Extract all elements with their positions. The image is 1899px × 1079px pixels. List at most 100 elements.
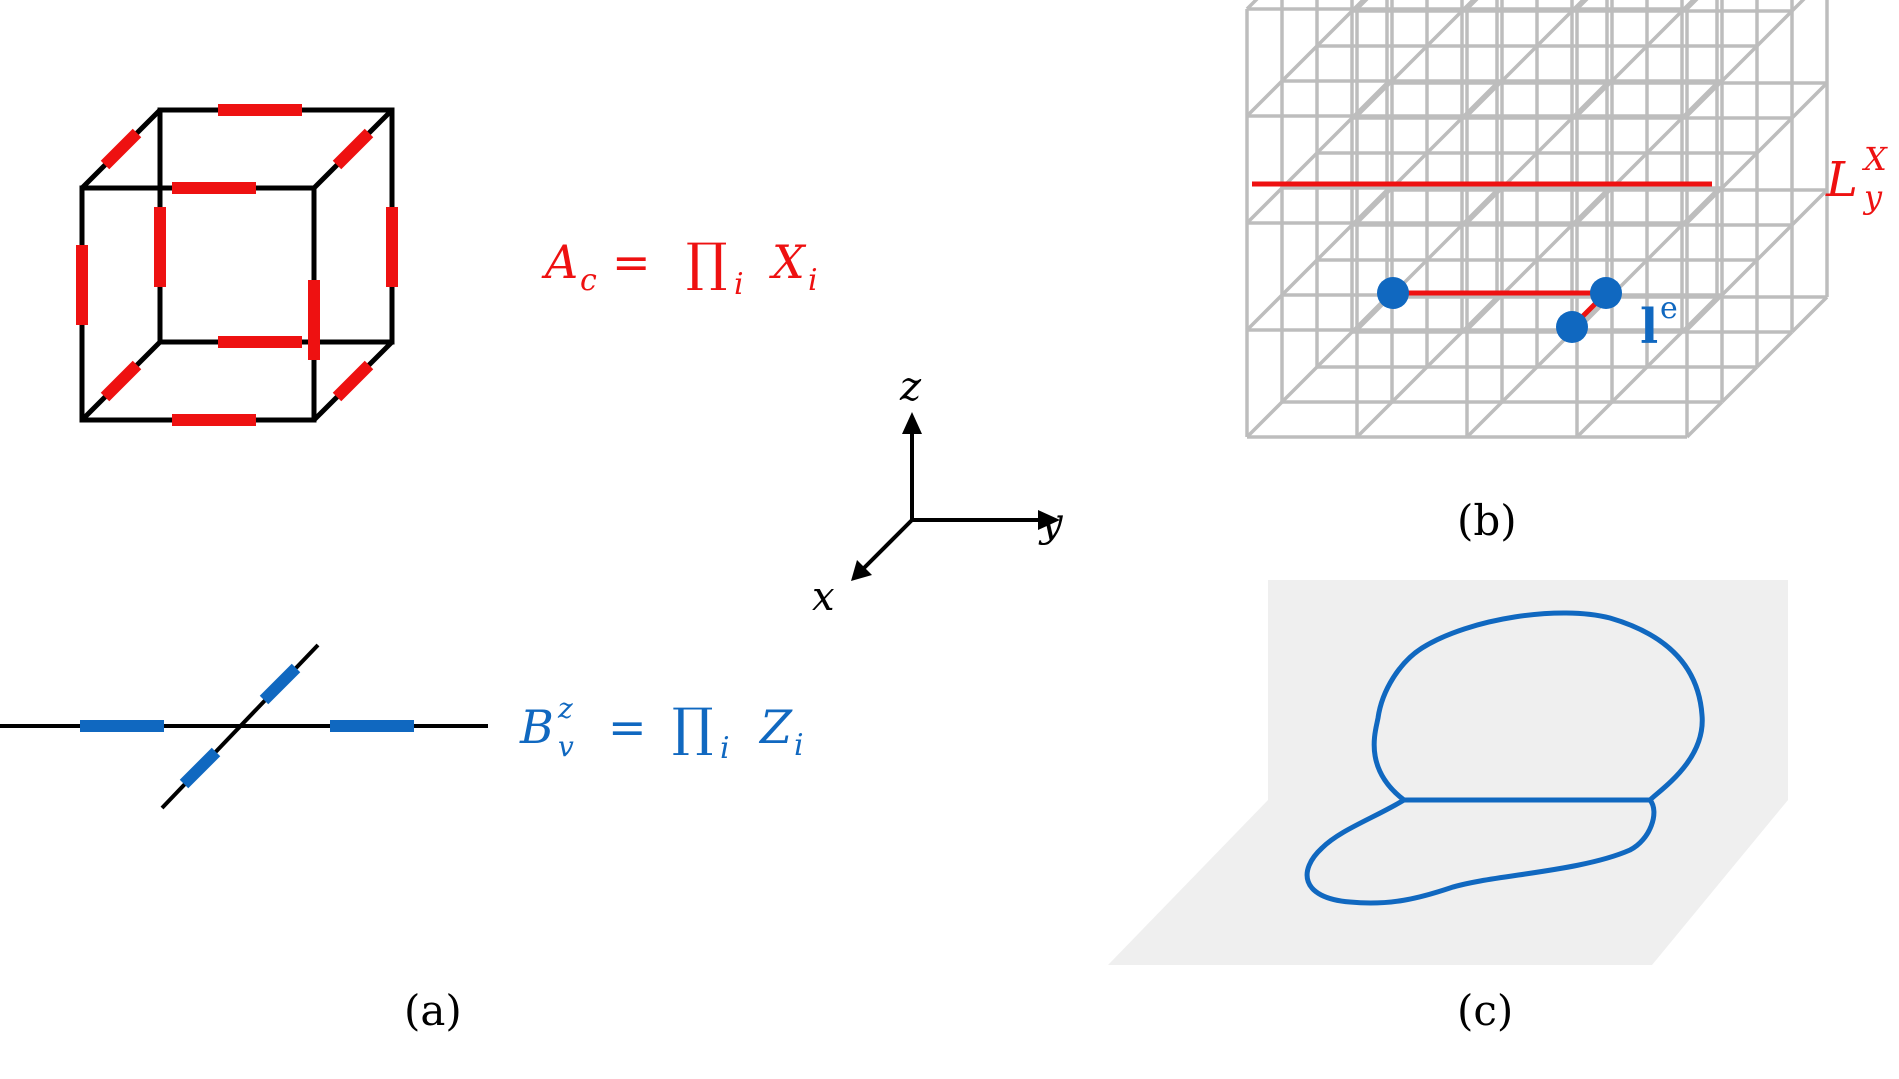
z-operator-marks [80,663,414,789]
excitation-symbol: l [1640,299,1658,355]
z-mark [179,747,221,789]
lattice-edge [1350,0,1366,13]
vertical-loop-segment [1371,610,1705,802]
lattice-edge [1755,330,1794,369]
lattice-edge [1315,330,1354,369]
formula-subscript: i [808,263,818,298]
lattice-edge [1720,151,1759,190]
lattice-edge [1500,365,1539,404]
lattice-edge [1245,186,1284,225]
lattice-edge [1535,116,1574,155]
lattice-edge [1425,223,1464,262]
lattice-edge [1500,44,1539,83]
x-mark [332,128,374,170]
lattice-edge [1755,9,1794,48]
formula-subscript: i [720,731,730,766]
lattice-edge [1790,81,1829,120]
lattice-edge [1610,365,1649,404]
lattice-edge [1570,0,1586,13]
z-arrowhead [902,412,922,434]
lattice-edge [1790,0,1806,13]
membrane-loop [1304,610,1705,906]
lattice-edge [1535,223,1574,262]
lattice-edge [1280,258,1319,297]
lattice-edge [1755,223,1794,262]
lattice-edge [1575,186,1614,225]
vertex-edges [0,643,488,810]
lattice-edge [1465,400,1504,439]
lattice-edge [1755,116,1794,155]
lattice-edge [1575,400,1614,439]
x-axis [858,518,914,574]
y-axis-label: y [1038,500,1064,546]
formula-equals: = [612,235,651,289]
excitation-endpoint [1377,277,1409,309]
formula-equals: = [608,700,647,754]
lattice-edge [1575,79,1614,118]
formula-subscript: i [794,728,804,763]
x-mark [100,128,142,170]
axes-lines [858,432,1040,574]
panel-b-label: (b) [1457,496,1517,545]
lattice-edge [1465,293,1504,332]
cube-diagram [76,104,398,426]
lattice-edge [1245,293,1284,332]
planes [1108,580,1788,965]
cube-operator-formula: A c = ∏ i X i [541,233,818,302]
coordinate-axes: z y x [812,364,1064,620]
formula-symbol: A [541,235,578,289]
lattice-edge [1685,79,1724,118]
lattice-edge [1645,116,1684,155]
lattice-edge [1685,0,1699,11]
operator-superscript: X [1861,140,1888,178]
lattice-edge [1645,223,1684,262]
lattice-edge [1720,44,1759,83]
lattice-edge [1425,330,1464,369]
vertical-plane [1268,580,1788,800]
vertex-diagram [0,643,488,810]
lattice-edge [1685,293,1724,332]
lattice-edge [1685,400,1724,439]
lattice-edge [1575,0,1589,11]
lattice-edge [1280,44,1319,83]
lattice-edge [1680,0,1696,13]
logical-operator-label: L X y [1825,140,1888,216]
lattice-edge [1720,258,1759,297]
vertex-operator-formula: B z v = ∏ i Z i [519,692,804,766]
lattice-grid [1245,0,1829,439]
excitation-superscript: e [1660,291,1678,326]
excitation-endpoint [1590,277,1622,309]
lattice-edge [1425,9,1464,48]
lattice-edge [1685,186,1724,225]
formula-symbol: X [769,235,807,289]
horizontal-plane [1108,800,1788,965]
lattice-edge [1355,79,1394,118]
lattice-edge [1390,365,1429,404]
x-arrowhead [851,560,872,581]
operator-subscript: y [1862,178,1883,216]
horizontal-loop-segment [1304,797,1657,906]
lattice-edge [1535,9,1574,48]
lattice-edge [1460,0,1476,13]
formula-product: ∏ [672,698,713,758]
lattice-edge [1790,295,1829,334]
formula-product: ∏ [686,233,727,293]
x-axis-label: x [812,574,835,620]
lattice-edge [1245,400,1284,439]
formula-subscript: c [580,263,597,298]
lattice-edge [1315,9,1354,48]
lattice-edge [1610,44,1649,83]
lattice-edge [1355,0,1369,11]
x-mark [100,360,142,402]
lattice-edge [1355,400,1394,439]
excitation-endpoint [1556,311,1588,343]
lattice-edge [1465,0,1479,11]
lattice-edge [1425,116,1464,155]
lattice-edge [1315,116,1354,155]
lattice-edge [1500,258,1539,297]
lattice-edge [1790,188,1829,227]
panel-c-label: (c) [1457,986,1513,1035]
operator-symbol: L [1825,152,1858,208]
formula-symbol: Z [758,700,793,754]
